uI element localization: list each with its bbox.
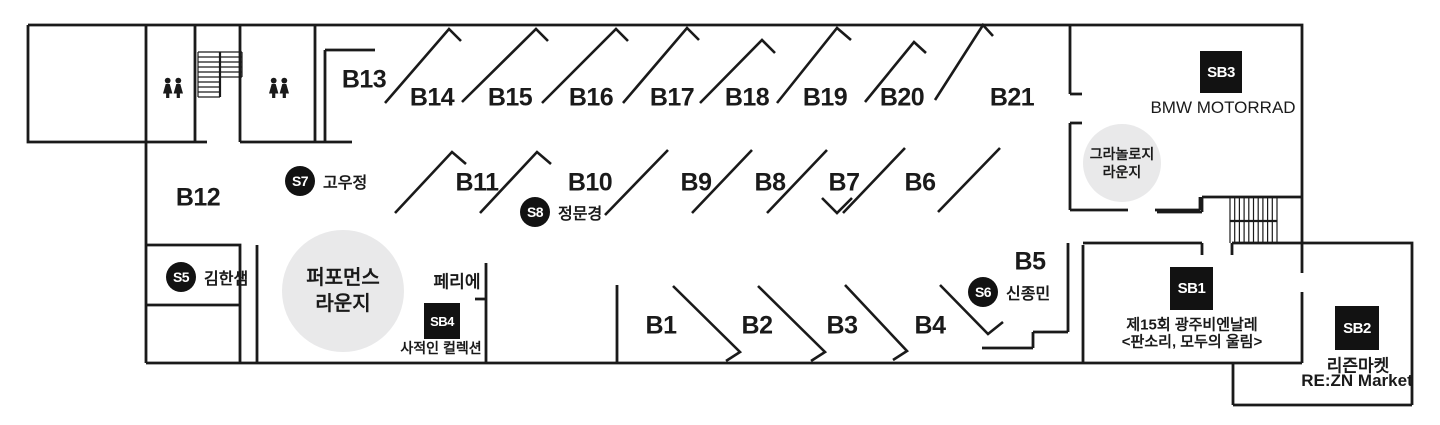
booth-label-b21: B21 (989, 83, 1035, 112)
spot-s6: S6 신종민 (968, 277, 1050, 307)
spot-s7-badge: S7 (285, 166, 315, 196)
spot-s8-badge: S8 (520, 197, 550, 227)
restroom-icon-left (163, 77, 183, 98)
sponsor-sb1-badge: SB1 (1170, 267, 1213, 310)
booth-label-b18: B18 (724, 83, 770, 112)
booth-label-b4: B4 (914, 311, 946, 340)
spot-s8-name: 정문경 (558, 206, 603, 223)
sponsor-sb2-caption-line1: 리즌마켓 (1326, 356, 1390, 376)
spot-s7: S7 고우정 (285, 166, 367, 196)
performance-lounge: 퍼포먼스 라운지 (282, 230, 404, 352)
sponsor-sb2-badge: SB2 (1335, 306, 1379, 350)
sponsor-sb1-caption-line1: 제15회 광주비엔날레 (1126, 316, 1258, 334)
spot-s5-badge: S5 (166, 262, 196, 292)
spot-s6-badge: S6 (968, 277, 998, 307)
performance-lounge-line1: 퍼포먼스 (306, 266, 380, 289)
staircase-right (1229, 197, 1278, 243)
granology-lounge: 그라놀로지 라운지 (1083, 124, 1161, 202)
granology-lounge-line1: 그라놀로지 (1089, 145, 1155, 162)
sponsor-sb3-caption: BMW MOTORRAD (1150, 98, 1296, 117)
booth-dividers (384, 22, 1004, 363)
booth-label-b20: B20 (879, 83, 925, 112)
booth-label-b13: B13 (341, 65, 387, 94)
spot-s8: S8 정문경 (520, 197, 602, 227)
performance-lounge-line2: 라운지 (315, 293, 371, 315)
booth-label-b9: B9 (680, 168, 712, 197)
sponsor-sb2-caption-line2: RE:ZN Market (1301, 371, 1413, 390)
sponsor-sb4-badge: SB4 (424, 303, 460, 339)
spot-s6-name: 신종민 (1006, 286, 1051, 303)
booth-label-b2: B2 (741, 311, 773, 340)
booth-label-b15: B15 (487, 83, 533, 112)
granology-lounge-line2: 라운지 (1102, 164, 1142, 180)
booth-label-b1: B1 (645, 311, 677, 340)
spot-s7-name: 고우정 (323, 175, 368, 192)
spot-s5-name: 김한샘 (204, 271, 249, 288)
booth-label-b10: B10 (567, 168, 613, 197)
staircase-top-left (197, 51, 243, 98)
booth-label-b5: B5 (1014, 247, 1046, 276)
sponsor-sb3-badge: SB3 (1200, 51, 1242, 93)
sponsor-sb4-caption: 사적인 컬렉션 (400, 340, 482, 356)
booth-label-b19: B19 (802, 83, 848, 112)
booth-label-b3: B3 (826, 311, 858, 340)
restroom-icon-right (269, 77, 289, 98)
booth-label-b11: B11 (455, 168, 499, 197)
booth-label-b17: B17 (649, 83, 695, 112)
booth-label-b6: B6 (904, 168, 936, 197)
booth-label-b8: B8 (754, 168, 786, 197)
walls (26, 23, 1414, 407)
spot-s5: S5 김한샘 (166, 262, 248, 292)
booth-label-b14: B14 (409, 83, 455, 112)
booth-label-b12: B12 (175, 183, 221, 212)
booth-label-b7: B7 (828, 168, 860, 197)
booth-label-b16: B16 (568, 83, 614, 112)
perrier-label: 페리에 (433, 272, 481, 292)
sponsor-sb1-caption-line2: <판소리, 모두의 울림> (1121, 333, 1263, 351)
